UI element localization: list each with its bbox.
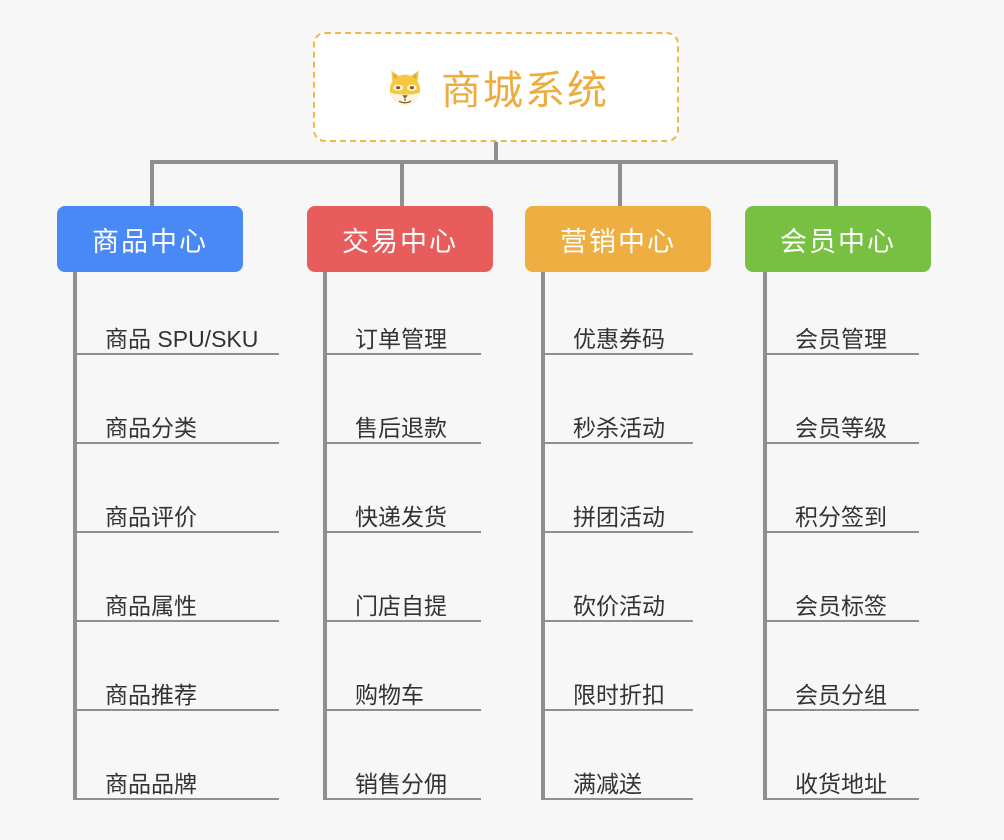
leaf-item[interactable]: 满减送 (541, 756, 693, 800)
category-label: 会员中心 (780, 226, 896, 257)
leaf-item[interactable]: 拼团活动 (541, 489, 693, 533)
column-spine-marketing-center (541, 272, 545, 799)
root-node-mall-system[interactable]: 商城系统 (313, 32, 679, 142)
leaf-item[interactable]: 门店自提 (323, 578, 481, 622)
shiba-dog-face-icon (383, 65, 427, 109)
leaf-item[interactable]: 售后退款 (323, 400, 481, 444)
leaf-item-label: 秒杀活动 (573, 414, 665, 441)
leaf-item[interactable]: 秒杀活动 (541, 400, 693, 444)
leaf-item-label: 优惠券码 (573, 325, 665, 352)
column-spine-trade-center (323, 272, 327, 799)
leaf-item[interactable]: 收货地址 (763, 756, 919, 800)
leaf-item-label: 会员管理 (795, 325, 887, 352)
leaf-item-label: 商品评价 (105, 503, 197, 530)
leaf-item-label: 会员标签 (795, 592, 887, 619)
leaf-item-label: 商品品牌 (105, 770, 197, 797)
category-box-marketing-center[interactable]: 营销中心 (525, 206, 711, 272)
leaf-item[interactable]: 商品评价 (73, 489, 279, 533)
leaf-item[interactable]: 商品 SPU/SKU (73, 311, 279, 355)
leaf-item[interactable]: 积分签到 (763, 489, 919, 533)
leaf-item-label: 售后退款 (355, 414, 447, 441)
leaf-item-label: 满减送 (573, 770, 642, 797)
leaf-item[interactable]: 订单管理 (323, 311, 481, 355)
category-label: 商品中心 (92, 226, 208, 257)
leaf-item-label: 订单管理 (355, 325, 447, 352)
column-spine-product-center (73, 272, 77, 799)
leaf-item[interactable]: 商品推荐 (73, 667, 279, 711)
leaf-item-label: 收货地址 (795, 770, 887, 797)
connector-drop-4 (834, 160, 838, 206)
leaf-item-label: 商品分类 (105, 414, 197, 441)
leaf-item[interactable]: 商品分类 (73, 400, 279, 444)
leaf-item[interactable]: 销售分佣 (323, 756, 481, 800)
connector-drop-3 (618, 160, 622, 206)
category-box-member-center[interactable]: 会员中心 (745, 206, 931, 272)
leaf-item-label: 限时折扣 (573, 681, 665, 708)
leaf-item-label: 销售分佣 (355, 770, 447, 797)
connector-horizontal-bus (150, 160, 838, 164)
leaf-item-label: 拼团活动 (573, 503, 665, 530)
category-label: 交易中心 (342, 226, 458, 257)
connector-root-stem (494, 142, 498, 164)
column-spine-member-center (763, 272, 767, 799)
leaf-item[interactable]: 商品品牌 (73, 756, 279, 800)
leaf-item-label: 积分签到 (795, 503, 887, 530)
leaf-item-label: 砍价活动 (573, 592, 665, 619)
leaf-item[interactable]: 会员管理 (763, 311, 919, 355)
leaf-item-label: 门店自提 (355, 592, 447, 619)
category-box-product-center[interactable]: 商品中心 (57, 206, 243, 272)
leaf-item[interactable]: 砍价活动 (541, 578, 693, 622)
category-box-trade-center[interactable]: 交易中心 (307, 206, 493, 272)
leaf-item[interactable]: 购物车 (323, 667, 481, 711)
leaf-item[interactable]: 会员等级 (763, 400, 919, 444)
leaf-item-label: 快递发货 (355, 503, 447, 530)
leaf-item[interactable]: 会员分组 (763, 667, 919, 711)
leaf-item-label: 商品推荐 (105, 681, 197, 708)
leaf-item-label: 会员分组 (795, 681, 887, 708)
connector-drop-1 (150, 160, 154, 206)
leaf-item-label: 购物车 (355, 681, 424, 708)
leaf-item[interactable]: 优惠券码 (541, 311, 693, 355)
leaf-item[interactable]: 商品属性 (73, 578, 279, 622)
leaf-item[interactable]: 快递发货 (323, 489, 481, 533)
root-node-title: 商城系统 (441, 69, 609, 113)
leaf-item-label: 会员等级 (795, 414, 887, 441)
connector-drop-2 (400, 160, 404, 206)
leaf-item[interactable]: 限时折扣 (541, 667, 693, 711)
leaf-item-label: 商品 SPU/SKU (105, 325, 259, 352)
category-label: 营销中心 (560, 226, 676, 257)
leaf-item-label: 商品属性 (105, 592, 197, 619)
leaf-item[interactable]: 会员标签 (763, 578, 919, 622)
